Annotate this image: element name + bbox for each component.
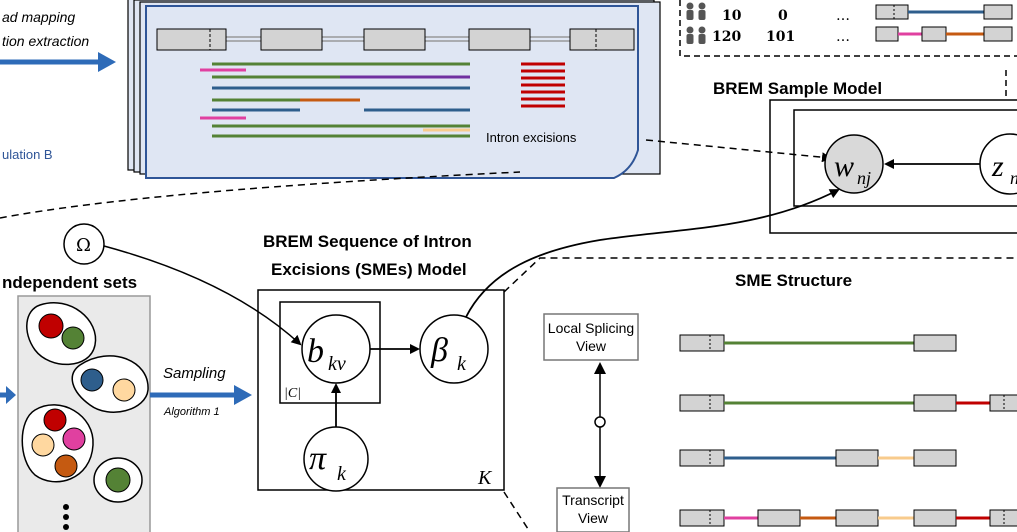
- svg-text:b: b: [307, 333, 324, 370]
- plate-c: [279, 301, 381, 404]
- sme-structure-border-top: [503, 257, 1017, 293]
- transcript-view-box: Transcript View: [556, 487, 630, 532]
- intron-excisions-label: Intron excisions: [486, 130, 577, 145]
- beta-to-w-arrow: [465, 189, 840, 318]
- exon-row-top: [156, 28, 635, 51]
- w-node: w nj: [824, 134, 884, 194]
- svg-text:nj: nj: [857, 168, 871, 188]
- local-splicing-view-box: Local Splicing View: [543, 313, 639, 361]
- table-row2-ellipsis: …: [836, 29, 850, 45]
- svg-text:Ω: Ω: [76, 235, 91, 256]
- read-lines: [200, 62, 470, 138]
- panel-to-w-connector: [645, 139, 832, 163]
- svg-text:n: n: [1010, 168, 1017, 188]
- more-sets-ellipsis: [63, 504, 69, 530]
- table-row1-col1: 10: [722, 8, 742, 24]
- svg-text:View: View: [576, 338, 607, 354]
- table-row1-ellipsis: …: [836, 8, 850, 24]
- svg-text:View: View: [578, 510, 609, 526]
- population-label: ulation B: [2, 147, 53, 162]
- svg-text:π: π: [309, 440, 327, 477]
- z-node: z n: [979, 133, 1017, 195]
- svg-text:kv: kv: [328, 353, 346, 375]
- sample-table-fragment: 10 0 … 120 101 …: [679, 0, 1017, 57]
- beta-node: β k: [419, 314, 489, 384]
- b-node: b kv: [301, 314, 371, 384]
- sme-row-4: [679, 509, 1017, 527]
- svg-text:Transcript: Transcript: [562, 492, 624, 508]
- svg-text:k: k: [457, 353, 467, 375]
- sme-row-3: [679, 449, 957, 467]
- plate-k-label: K: [477, 467, 493, 489]
- set-blob-2: [71, 355, 149, 413]
- mapping-arrow: [0, 52, 116, 72]
- table-row2-col2: 101: [766, 29, 795, 45]
- sme-row-2: [679, 394, 1017, 412]
- omega-to-b-arrow: [103, 245, 302, 346]
- svg-text:β: β: [430, 332, 448, 369]
- sme-row-1: [679, 334, 957, 352]
- sme-structure-border-bottom: [503, 491, 531, 532]
- sampling-algorithm-label: Algorithm 1: [163, 406, 220, 418]
- sample-model-outer-plate: [769, 99, 1017, 234]
- sampling-arrow: [150, 385, 252, 405]
- input-arrow-left: [0, 386, 16, 404]
- plate-k: [257, 289, 505, 491]
- sampling-label: Sampling: [163, 365, 226, 382]
- mapping-label-line1: ad mapping: [2, 9, 75, 25]
- pi-node: π k: [303, 426, 369, 492]
- svg-text:k: k: [337, 463, 347, 485]
- svg-text:w: w: [834, 150, 854, 183]
- svg-text:Local Splicing: Local Splicing: [548, 320, 634, 336]
- independent-sets-title: ndependent sets: [2, 273, 137, 292]
- sme-model-title-line1: BREM Sequence of Intron: [263, 232, 472, 251]
- sample-model-title: BREM Sample Model: [713, 79, 882, 98]
- sample-model-inner-plate: [793, 109, 1017, 207]
- svg-text:z: z: [991, 150, 1004, 183]
- sme-model-title-line2: Excisions (SMEs) Model: [271, 260, 467, 279]
- intron-excision-stack: [521, 62, 565, 108]
- set-blob-3: [21, 404, 94, 483]
- mapping-label-line2: tion extraction: [2, 33, 89, 49]
- view-slider: [594, 362, 606, 488]
- omega-node: Ω: [63, 223, 105, 265]
- people-icon: [686, 2, 706, 44]
- table-row1-col2: 0: [778, 8, 788, 24]
- sme-structure-title: SME Structure: [735, 271, 852, 290]
- set-blob-4: [93, 457, 143, 503]
- set-blob-1: [26, 302, 97, 366]
- panel-lower-connector: [0, 171, 521, 219]
- plate-c-label: |C|: [284, 386, 301, 401]
- alignment-panel-stack: Intron excisions: [127, 0, 661, 179]
- table-row2-col1: 120: [712, 29, 741, 45]
